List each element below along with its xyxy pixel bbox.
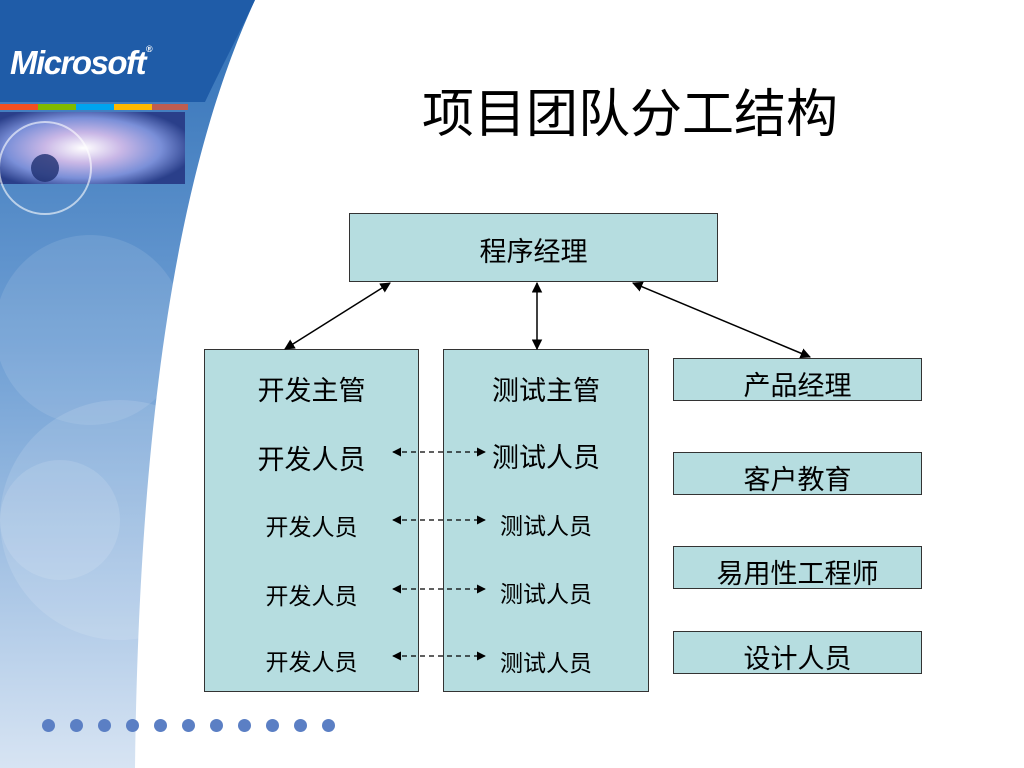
developer-label: 开发人员 [265,584,358,610]
developer-label: 开发人员 [265,650,358,676]
role-box-customer-education [673,452,922,495]
role-box-designer [673,631,922,674]
role-label-customer-education: 客户教育 [743,465,852,496]
slide-title: 项目团队分工结构 [421,85,838,145]
dot-icon [154,719,167,732]
role-label-product-manager: 产品经理 [743,371,852,402]
dot-icon [42,719,55,732]
developer-label: 开发人员 [265,515,358,541]
dot-icon [266,719,279,732]
dot-icon [98,719,111,732]
role-label-usability-engineer: 易用性工程师 [716,559,879,590]
dot-icon [210,719,223,732]
tester-label: 测试人员 [500,582,592,608]
logo-text: Microsoft [10,44,147,81]
role-box-usability-engineer [673,546,922,589]
program-manager-box [349,213,718,282]
tester-label: 测试人员 [500,651,592,677]
dot-icon [322,719,335,732]
program-manager-label: 程序经理 [479,237,588,268]
dot-icon [182,719,195,732]
dev-lead-label: 开发主管 [257,376,366,407]
dot-icon [238,719,251,732]
developer-label: 开发人员 [257,445,366,476]
microsoft-logo: Microsoft® [10,44,153,82]
tester-label: 测试人员 [492,443,600,474]
test-lead-label: 测试主管 [492,376,600,407]
tester-label: 测试人员 [500,514,592,540]
registered-mark: ® [146,44,153,54]
role-box-product-manager [673,358,922,401]
dot-icon [126,719,139,732]
dot-icon [294,719,307,732]
dot-icon [70,719,83,732]
role-label-designer: 设计人员 [743,644,852,675]
